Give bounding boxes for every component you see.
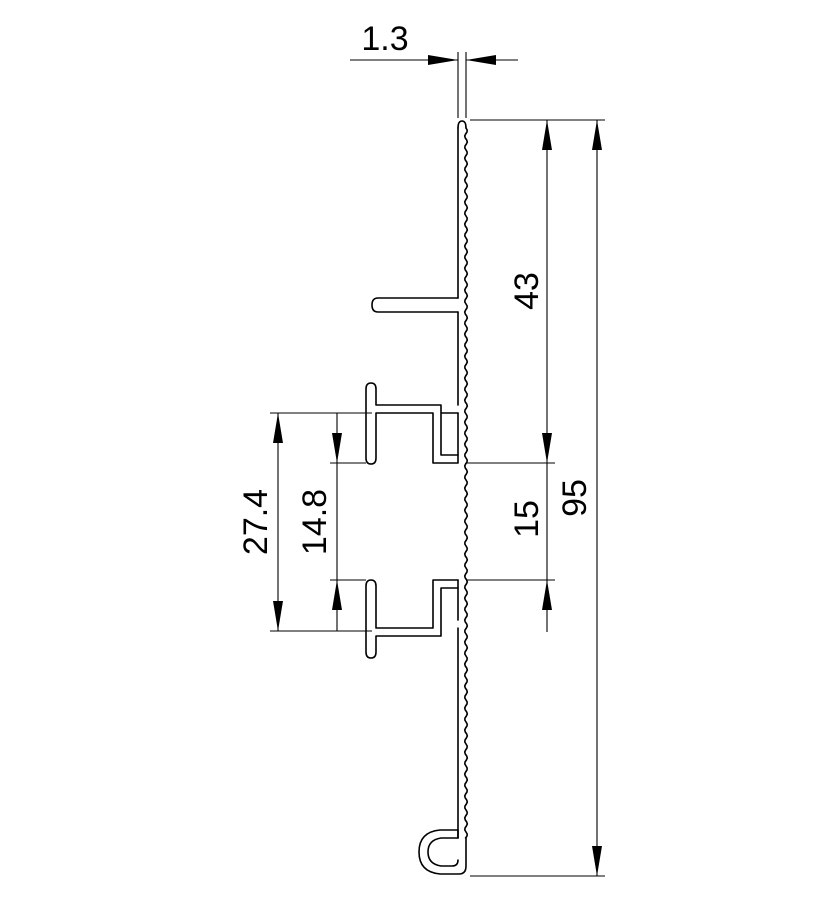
thickness-label: 1.3 xyxy=(361,20,408,58)
plate-top-end xyxy=(457,120,467,129)
plate-right-wall xyxy=(463,127,469,839)
aluminium-profile xyxy=(365,120,469,875)
dimension-fin-offset: 43 xyxy=(466,120,555,464)
arrow-up-icon xyxy=(542,120,552,150)
dimension-outer-slot-width: 27.4 xyxy=(237,412,372,632)
dimension-slot-gap: 15 xyxy=(466,463,555,632)
arrow-down-icon xyxy=(332,433,342,463)
arrow-up-icon xyxy=(592,120,602,150)
dimension-overall-height: 95 xyxy=(470,119,605,877)
dimension-inner-slot-width: 14.8 xyxy=(296,413,366,631)
lower-t-slot xyxy=(365,579,459,659)
fin-offset-label: 43 xyxy=(508,272,546,310)
arrow-up-icon xyxy=(542,580,552,610)
horizontal-fin xyxy=(371,297,459,313)
outer-slot-width-label: 27.4 xyxy=(237,489,275,555)
overall-height-label: 95 xyxy=(556,479,594,517)
dimension-thickness: 1.3 xyxy=(350,20,518,118)
arrow-right-icon xyxy=(428,55,458,65)
arrow-left-icon xyxy=(466,55,496,65)
arrow-down-icon xyxy=(542,433,552,463)
upper-t-slot xyxy=(365,382,459,465)
arrow-up-icon xyxy=(332,580,342,610)
slot-gap-label: 15 xyxy=(508,500,546,538)
arrow-down-icon xyxy=(273,601,283,631)
arrow-up-icon xyxy=(273,413,283,443)
bottom-hook xyxy=(418,829,467,875)
arrow-down-icon xyxy=(592,846,602,876)
inner-slot-width-label: 14.8 xyxy=(296,489,334,555)
